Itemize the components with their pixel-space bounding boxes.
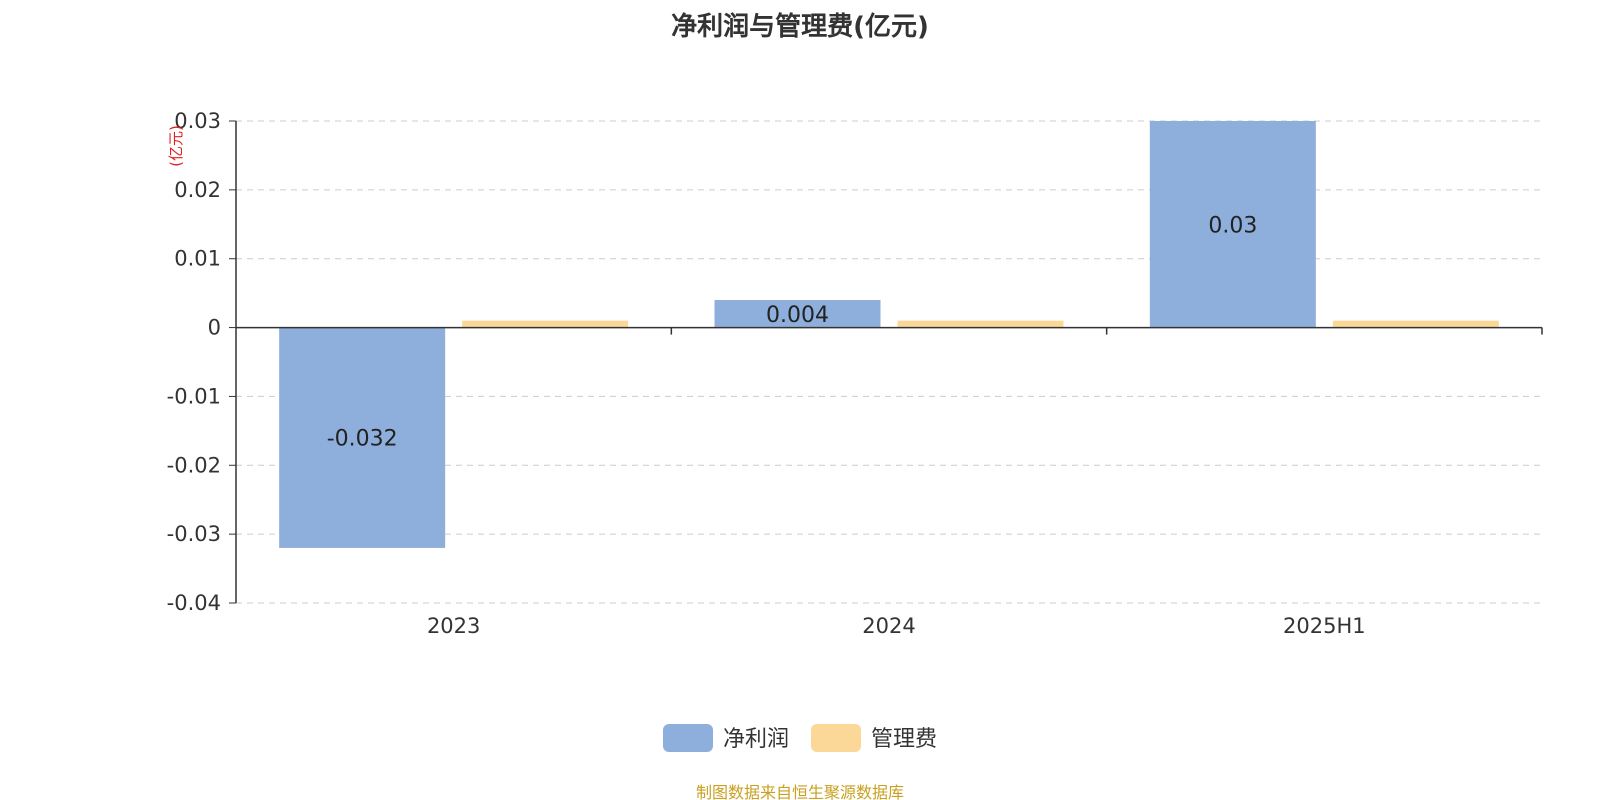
y-tick-label: -0.02 <box>167 453 221 477</box>
legend-label[interactable]: 净利润 <box>723 727 789 752</box>
y-tick-label: -0.04 <box>167 591 221 615</box>
bar-admin-expense[interactable] <box>897 320 1064 328</box>
data-label: 0.03 <box>1208 213 1257 238</box>
bar-admin-expense[interactable] <box>1332 320 1499 328</box>
data-labels: -0.032 0.004 0.03 <box>327 213 1258 451</box>
data-label: -0.032 <box>327 427 398 452</box>
chart-title: 净利润与管理费(亿元) <box>671 12 929 42</box>
y-tick-label: 0 <box>208 316 221 340</box>
legend-label[interactable]: 管理费 <box>871 727 937 752</box>
data-label: 0.004 <box>766 303 829 328</box>
bar-admin-expense[interactable] <box>462 320 629 328</box>
y-tick-label: -0.03 <box>167 522 221 546</box>
bars <box>279 121 1499 548</box>
x-tick-label: 2025H1 <box>1283 614 1366 638</box>
legend: 净利润 管理费 <box>663 724 937 752</box>
bar-net-profit[interactable] <box>714 300 881 328</box>
y-tick-label: 0.01 <box>174 247 221 271</box>
x-tick-label: 2023 <box>427 614 480 638</box>
y-tick-label: 0.03 <box>174 109 221 133</box>
y-tick-label: 0.02 <box>174 178 221 202</box>
legend-swatch[interactable] <box>811 724 861 752</box>
bar-net-profit[interactable] <box>279 327 446 548</box>
legend-swatch[interactable] <box>663 724 713 752</box>
grid-lines <box>236 120 1542 604</box>
axes: 0.03 0.02 0.01 0 -0.01 -0.02 -0.03 -0.04 (亿元) 202… <box>167 109 1543 638</box>
bar-net-profit[interactable] <box>1149 121 1316 328</box>
y-tick-label: -0.01 <box>167 384 221 408</box>
x-tick-label: 2024 <box>862 614 915 638</box>
y-axis-label: (亿元) <box>167 125 185 167</box>
source-note: 制图数据来自恒生聚源数据库 <box>695 783 904 800</box>
